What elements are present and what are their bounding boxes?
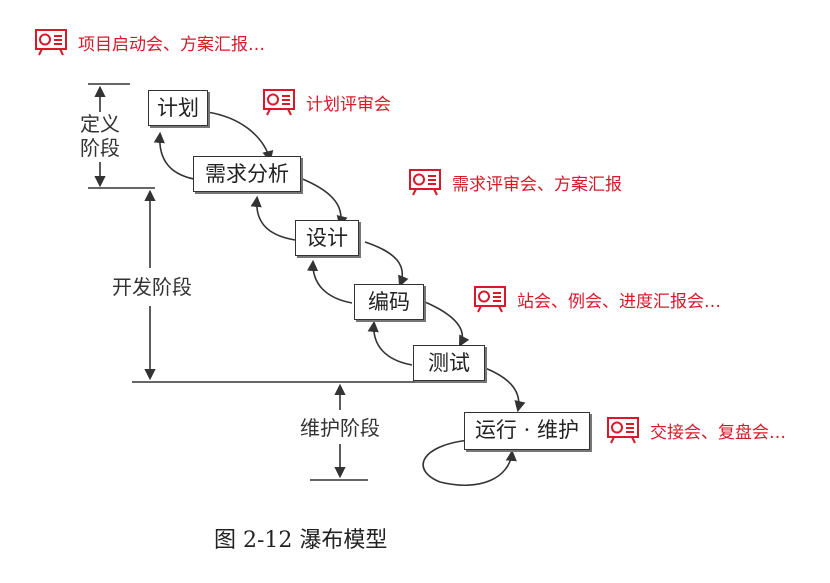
meeting-board-icon <box>263 89 295 116</box>
meeting-board-icon <box>607 417 639 444</box>
arrow-design-back-req <box>250 195 296 241</box>
stage-requirements: 需求分析 <box>193 156 301 192</box>
arrow-test-to-ops <box>484 367 526 413</box>
meeting-board-icon <box>35 29 67 56</box>
meeting-text-handover: 交接会、复盘会… <box>650 422 786 443</box>
stage-design: 设计 <box>295 220 359 256</box>
meeting-text-standups: 站会、例会、进度汇报会… <box>517 291 721 312</box>
arrow-req-to-design <box>299 177 348 228</box>
figure-caption: 图 2-12 瀑布模型 <box>214 528 388 553</box>
stage-coding: 编码 <box>354 284 424 320</box>
meeting-text-kickoff: 项目启动会、方案汇报… <box>78 34 265 55</box>
arrow-code-to-test <box>424 301 470 347</box>
arrow-test-back-code <box>367 320 413 366</box>
arrow-plan-to-req <box>206 111 274 163</box>
phase-define-line2: 阶段 <box>80 136 120 160</box>
arrow-ops-loop <box>422 439 517 486</box>
arrow-req-back-plan <box>153 131 201 181</box>
phase-develop-label: 开发阶段 <box>104 275 200 299</box>
arrow-code-back-design <box>306 259 353 304</box>
meeting-text-requirements-review: 需求评审会、方案汇报 <box>452 174 622 195</box>
phase-define-line1: 定义 <box>80 112 120 136</box>
arrow-design-to-code <box>364 241 409 288</box>
meeting-annotation-requirements-review: 需求评审会、方案汇报 <box>408 168 622 196</box>
stage-testing: 测试 <box>413 345 485 381</box>
meeting-annotation-plan-review: 计划评审会 <box>262 88 391 116</box>
stage-operation-maintenance: 运行 · 维护 <box>464 412 590 450</box>
meeting-annotation-standups: 站会、例会、进度汇报会… <box>473 285 721 313</box>
stage-plan: 计划 <box>148 90 208 126</box>
phase-define-label: 定义 阶段 <box>74 112 126 160</box>
meeting-annotation-handover: 交接会、复盘会… <box>606 416 786 444</box>
meeting-text-plan-review: 计划评审会 <box>306 94 391 115</box>
meeting-board-icon <box>474 286 506 313</box>
meeting-board-icon <box>409 169 441 196</box>
meeting-annotation-kickoff: 项目启动会、方案汇报… <box>34 28 265 56</box>
phase-maintain-label: 维护阶段 <box>290 416 390 440</box>
